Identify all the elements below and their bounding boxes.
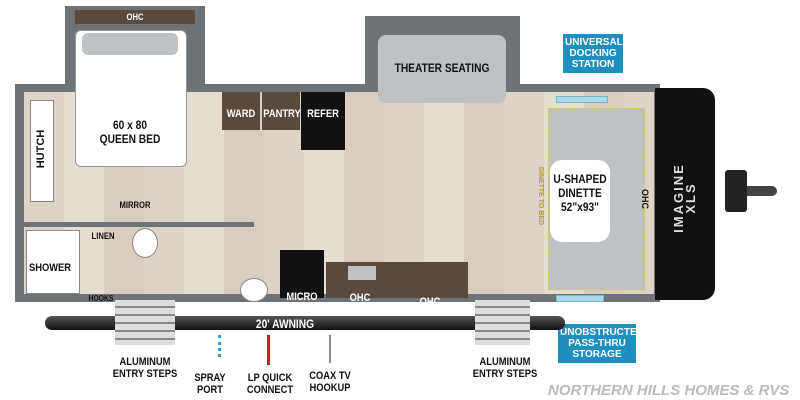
hutch (30, 100, 54, 202)
ohc-label: OHC (126, 12, 144, 22)
awning (45, 316, 565, 330)
theater-seating (378, 35, 506, 103)
bathroom-wall (24, 222, 254, 227)
dinette-table (550, 160, 610, 242)
hitch-coupler (747, 186, 777, 196)
dinette-label: U-SHAPED DINETTE 52"x93" (553, 172, 607, 214)
front-cap (655, 88, 715, 300)
watermark: NORTHERN HILLS HOMES & RVS (548, 382, 790, 399)
spray-port-label: SPRAY PORT (194, 372, 226, 396)
hooks-label: HOOKS (88, 294, 114, 303)
refer-label: REFER (307, 108, 339, 120)
hitch-jack (725, 170, 747, 212)
shower (26, 230, 80, 294)
hutch-label: HUTCH (35, 129, 47, 169)
linen-label: LINEN (91, 231, 115, 241)
sink (240, 278, 268, 302)
microwave (280, 250, 324, 298)
ohc-front-label: OHC (640, 189, 650, 209)
entry-steps-left (115, 300, 175, 345)
lp-hose (267, 335, 270, 365)
steps-right-label: ALUMINUM ENTRY STEPS (472, 356, 538, 380)
coax-label: COAX TV HOOKUP (309, 370, 351, 394)
shower-label: SHOWER (28, 262, 72, 274)
overhead-cabinet (75, 10, 195, 24)
pantry (262, 92, 300, 130)
steps-left-label: ALUMINUM ENTRY STEPS (112, 356, 178, 380)
refrigerator (301, 92, 345, 150)
ward-label: WARD (226, 108, 256, 120)
theater-label: THEATER SEATING (394, 61, 490, 75)
spray-port-hose (218, 335, 227, 357)
kitchen-sink (348, 266, 376, 280)
entry-steps-right (475, 300, 530, 345)
coax-cable (329, 335, 331, 363)
dinette-to-bed-label: DINETTE TO BED (537, 166, 544, 226)
awning-label: 20' AWNING (255, 317, 315, 331)
pillows (82, 33, 178, 55)
pantry-label: PANTRY (263, 108, 301, 120)
window (556, 96, 608, 103)
ohc-kitchen-label-1: OHC (349, 292, 371, 304)
toilet (132, 228, 158, 258)
docking-station-callout: UNIVERSAL DOCKING STATION (563, 34, 623, 73)
imagine-logo: IMAGINE XLS (671, 163, 698, 233)
mirror-label: MIRROR (119, 200, 151, 210)
pass-thru-storage-callout: UNOBSTRUCTED PASS-THRU STORAGE (558, 324, 644, 363)
lp-label: LP QUICK CONNECT (246, 372, 294, 396)
ohc-kitchen-label-2: OHC (419, 296, 441, 308)
micro-label: MICRO (286, 291, 318, 303)
window (556, 295, 604, 302)
bed-label: 60 x 80 QUEEN BED (99, 118, 161, 146)
wardrobe (222, 92, 260, 130)
